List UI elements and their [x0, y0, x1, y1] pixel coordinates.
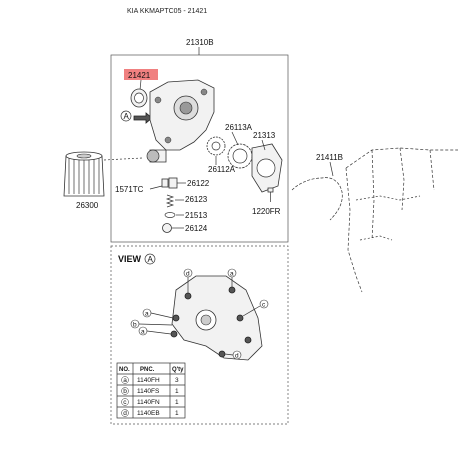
plug-26124[interactable] [162, 223, 172, 233]
table-row-pnc: 1140FH [137, 377, 160, 384]
view-letter: A [148, 255, 154, 264]
callout-d-bottom: d [224, 350, 242, 360]
callout-a-left-1: a [142, 308, 174, 319]
svg-text:a: a [145, 311, 149, 318]
table-row-pnc: 1140FS [137, 388, 160, 395]
table-header-no: NO. [119, 367, 130, 373]
label-26124[interactable]: 26124 [185, 224, 208, 233]
spring-26123[interactable] [165, 194, 175, 208]
assembly-label: 21310B [186, 38, 214, 47]
view-a-arrow: A [120, 110, 153, 124]
table-row-pnc: 1140EB [137, 410, 160, 417]
oil-seal-part[interactable] [130, 88, 148, 108]
svg-text:b: b [133, 322, 137, 329]
plunger-26122[interactable] [168, 177, 178, 189]
label-21411b[interactable]: 21411B [316, 153, 343, 162]
svg-text:a: a [230, 271, 234, 278]
view-arrow-letter: A [124, 112, 130, 121]
bolt-1220fr[interactable] [267, 187, 274, 202]
table-row-qty: 1 [175, 410, 179, 417]
fastener-table: NO. PNC. Q'ty a 1140FH 3 b 1140FS 1 c 11… [116, 362, 186, 419]
callout-a-left-2: a [138, 326, 172, 336]
table-row-qty: 1 [175, 388, 179, 395]
view-a-frame [110, 245, 289, 425]
table-header-qty: Q'ty [172, 367, 184, 373]
svg-text:d: d [186, 271, 190, 278]
label-21313[interactable]: 21313 [253, 131, 276, 140]
callout-b-left: b [130, 319, 173, 329]
oil-filter-26300[interactable] [63, 151, 105, 197]
table-row-qty: 3 [175, 377, 179, 384]
table-row-no: d [123, 410, 127, 417]
table-row-no: b [123, 388, 127, 395]
highlight-label[interactable]: 21421 [128, 71, 151, 80]
label-1571tc[interactable]: 1571TC [115, 185, 144, 194]
callout-d-top: d [183, 268, 193, 293]
table-header-pnc: PNC. [140, 367, 155, 373]
callout-c-right: c [242, 299, 269, 317]
label-1220fr[interactable]: 1220FR [252, 207, 281, 216]
table-row-no: c [123, 399, 127, 406]
svg-text:d: d [235, 353, 239, 360]
label-26122[interactable]: 26122 [187, 179, 210, 188]
table-row-no: a [123, 377, 127, 384]
assembly-frame [110, 54, 289, 243]
pump-cover-21313[interactable] [251, 143, 283, 193]
highlight-box [124, 69, 158, 80]
plug-1571tc[interactable] [161, 178, 169, 188]
highlight-leader [139, 79, 142, 91]
table-row-qty: 1 [175, 399, 179, 406]
engine-block-outline [345, 147, 458, 293]
label-26300[interactable]: 26300 [76, 201, 99, 210]
callout-a-top: a [227, 268, 237, 287]
gasket-21411b[interactable] [291, 177, 343, 221]
inner-rotor-26112a[interactable] [206, 136, 226, 156]
label-26113a[interactable]: 26113A [225, 123, 253, 132]
label-26123[interactable]: 26123 [185, 195, 208, 204]
outer-rotor-26113a[interactable] [227, 143, 253, 169]
label-21513[interactable]: 21513 [185, 211, 208, 220]
label-26112a[interactable]: 26112A [208, 165, 236, 174]
o-ring-21513[interactable] [164, 212, 176, 218]
view-letter-circle [144, 253, 156, 265]
table-row-pnc: 1140FN [137, 399, 160, 406]
svg-text:a: a [141, 329, 145, 336]
oil-pump-housing[interactable] [146, 79, 215, 163]
svg-text:c: c [262, 302, 266, 309]
view-title: VIEW [118, 254, 142, 264]
page-title: KIA KKMAPTC05 - 21421 [127, 8, 208, 15]
view-a-pump[interactable] [170, 275, 263, 361]
